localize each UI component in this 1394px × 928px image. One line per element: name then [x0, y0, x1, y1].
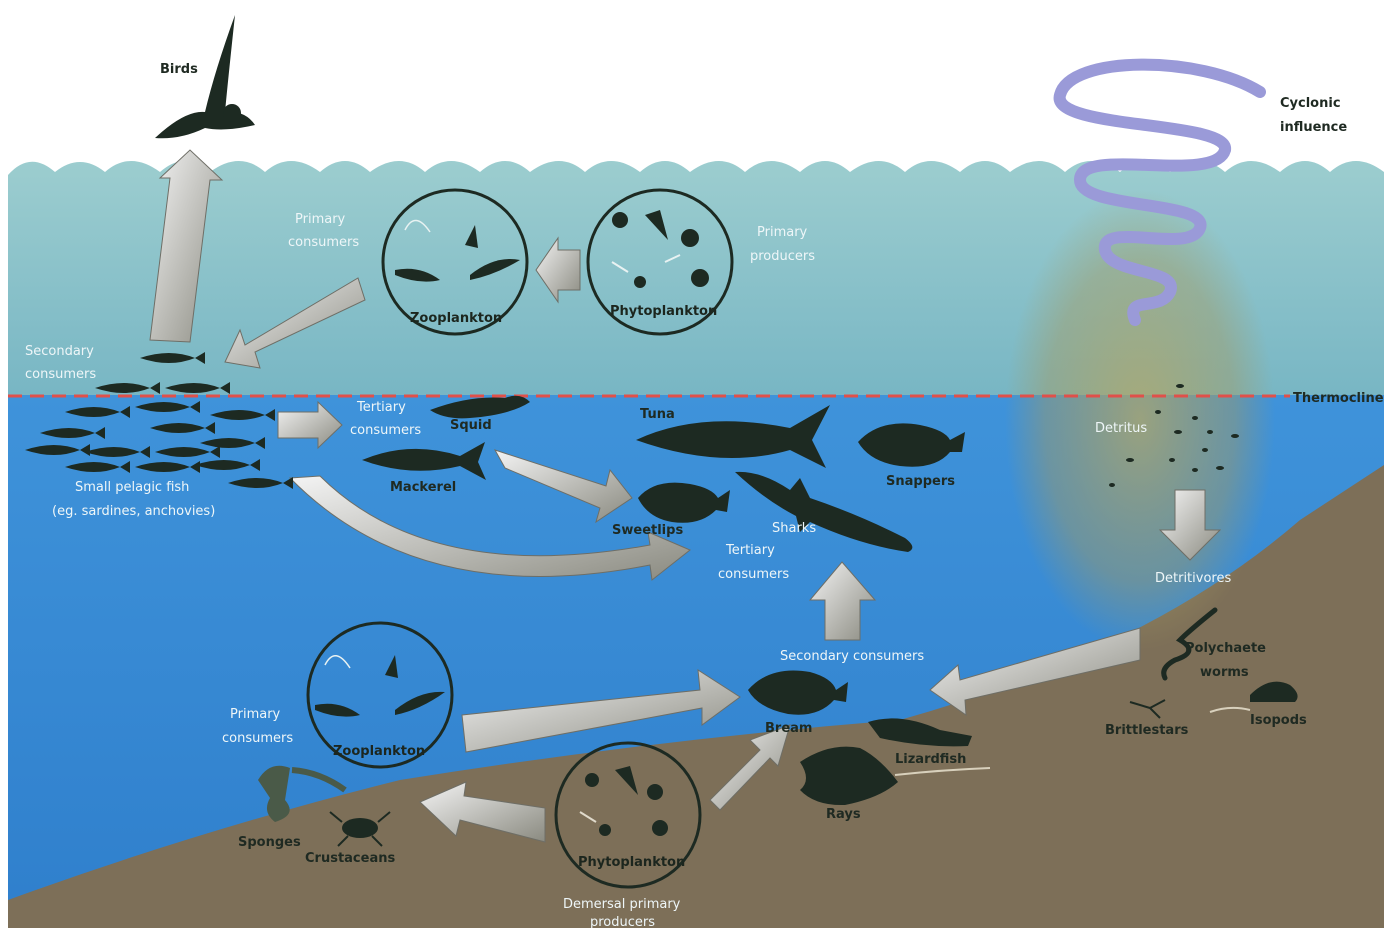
- phytoplankton-top-label: Phytoplankton: [610, 304, 717, 319]
- crustaceans-label: Crustaceans: [305, 851, 395, 866]
- secondary-consumers-label-2: consumers: [25, 367, 96, 382]
- rays-label: Rays: [826, 807, 861, 822]
- small-pelagic-label-1: Small pelagic fish: [75, 480, 189, 495]
- snappers-label: Snappers: [886, 474, 955, 489]
- demersal-label-1: Demersal primary: [563, 897, 681, 912]
- primary-consumers-bottom-label-1: Primary: [230, 707, 281, 722]
- brittlestars-label: Brittlestars: [1105, 723, 1189, 738]
- secondary-consumers-label-1: Secondary: [25, 344, 94, 359]
- phytoplankton-bottom-label: Phytoplankton: [578, 855, 685, 870]
- tertiary-consumers-a-label-2: consumers: [350, 423, 421, 438]
- lizardfish-label: Lizardfish: [895, 752, 966, 767]
- tertiary-consumers-a-label-1: Tertiary: [356, 400, 406, 415]
- zooplankton-top-label: Zooplankton: [410, 311, 502, 326]
- polychaete-label-2: worms: [1200, 665, 1249, 680]
- detritus-label: Detritus: [1095, 421, 1147, 436]
- cyclonic-label-2: influence: [1280, 120, 1347, 135]
- upwelling-zone: [1005, 190, 1275, 650]
- sponges-label: Sponges: [238, 835, 301, 850]
- sharks-label: Sharks: [772, 521, 816, 536]
- birds-label: Birds: [160, 62, 198, 77]
- primary-producers-label-2: producers: [750, 249, 815, 264]
- primary-producers-label-1: Primary: [757, 225, 808, 240]
- primary-consumers-top-label-1: Primary: [295, 212, 346, 227]
- cyclonic-label-1: Cyclonic: [1280, 96, 1341, 111]
- tuna-label: Tuna: [640, 407, 675, 422]
- thermocline-label: Thermocline: [1293, 391, 1384, 406]
- tertiary-consumers-b-label-2: consumers: [718, 567, 789, 582]
- squid-label: Squid: [450, 418, 492, 433]
- sweetlips-label: Sweetlips: [612, 523, 683, 538]
- zooplankton-bottom-label: Zooplankton: [333, 744, 425, 759]
- tertiary-consumers-b-label-1: Tertiary: [725, 543, 775, 558]
- bream-label: Bream: [765, 721, 812, 736]
- mackerel-label: Mackerel: [390, 480, 456, 495]
- demersal-label-2: producers: [590, 915, 655, 928]
- detritivores-label: Detritivores: [1155, 571, 1231, 586]
- primary-consumers-top-label-2: consumers: [288, 235, 359, 250]
- small-pelagic-label-2: (eg. sardines, anchovies): [52, 504, 215, 519]
- secondary-consumers-bottom-label: Secondary consumers: [780, 649, 924, 664]
- polychaete-label-1: Polychaete: [1185, 641, 1266, 656]
- isopods-label: Isopods: [1250, 713, 1307, 728]
- primary-consumers-bottom-label-2: consumers: [222, 731, 293, 746]
